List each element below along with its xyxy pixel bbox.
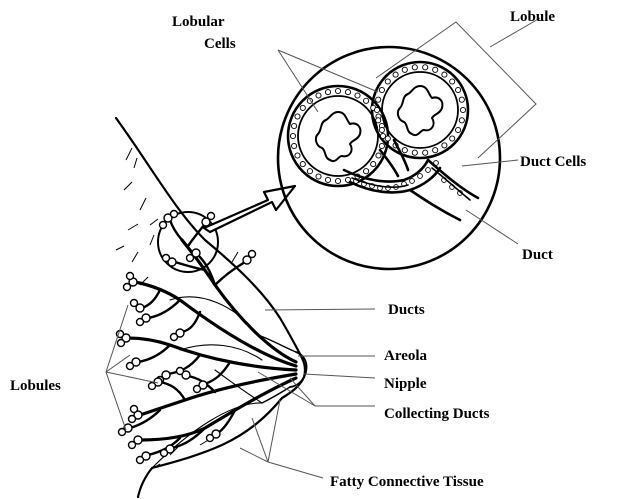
cell-dot	[423, 150, 428, 155]
cell-dot	[355, 93, 360, 98]
cell-dot	[459, 97, 464, 102]
cell-dot	[376, 153, 381, 158]
cell-dot	[335, 178, 340, 183]
cell-dot	[307, 169, 312, 174]
cell-dot	[460, 107, 465, 112]
cell-dot	[379, 143, 384, 148]
label-lobular-cells-line1: Lobular	[172, 14, 225, 30]
cell-dot	[450, 79, 455, 84]
cell-dot	[376, 118, 381, 123]
cell-dot	[385, 79, 390, 84]
label-nipple: Nipple	[384, 376, 427, 392]
cell-dot	[379, 87, 384, 92]
label-duct-cells: Duct Cells	[520, 154, 586, 170]
cell-dot	[364, 169, 369, 174]
cell-dot	[371, 162, 376, 167]
cell-dot	[393, 72, 398, 77]
cell-dot	[290, 133, 295, 138]
cell-dot	[364, 98, 369, 103]
cell-dot	[456, 87, 461, 92]
cell-dot	[442, 143, 447, 148]
cell-dot	[300, 105, 305, 110]
cell-dot	[442, 72, 447, 77]
cell-dot	[402, 148, 407, 153]
cell-dot	[423, 65, 428, 70]
cell-dot	[433, 148, 438, 153]
cell-dot	[412, 150, 417, 155]
label-ducts: Ducts	[388, 302, 425, 318]
magnified-lobule-right	[372, 62, 468, 158]
label-fatty-connective-tissue: Fatty Connective Tissue	[330, 474, 484, 490]
cell-dot	[402, 67, 407, 72]
duct-cell-dot	[410, 179, 415, 184]
cell-dot	[450, 136, 455, 141]
label-lobule: Lobule	[510, 9, 555, 25]
cell-dot	[412, 65, 417, 70]
magnify-arrow	[204, 186, 295, 232]
cell-dot	[295, 114, 300, 119]
cell-dot	[316, 93, 321, 98]
label-duct: Duct	[522, 247, 553, 263]
label-lobular-cells-line2: Cells	[204, 36, 236, 52]
cell-dot	[459, 118, 464, 123]
cell-dot	[376, 97, 381, 102]
cell-dot	[380, 133, 385, 138]
cell-dot	[335, 88, 340, 93]
cell-dot	[325, 90, 330, 95]
cell-dot	[292, 123, 297, 128]
label-areola: Areola	[384, 348, 428, 364]
label-lobules: Lobules	[10, 378, 61, 394]
cell-dot	[295, 153, 300, 158]
cell-dot	[385, 136, 390, 141]
duct-cell-dot	[426, 168, 431, 173]
label-collecting-ducts: Collecting Ducts	[384, 406, 490, 422]
cell-dot	[345, 90, 350, 95]
cell-dot	[292, 143, 297, 148]
cell-dot	[379, 127, 384, 132]
cell-dot	[456, 127, 461, 132]
cell-dot	[374, 107, 379, 112]
cell-dot	[316, 174, 321, 179]
cell-dot	[433, 67, 438, 72]
cell-dot	[325, 177, 330, 182]
cell-dot	[300, 162, 305, 167]
duct-cell-dot	[418, 174, 423, 179]
